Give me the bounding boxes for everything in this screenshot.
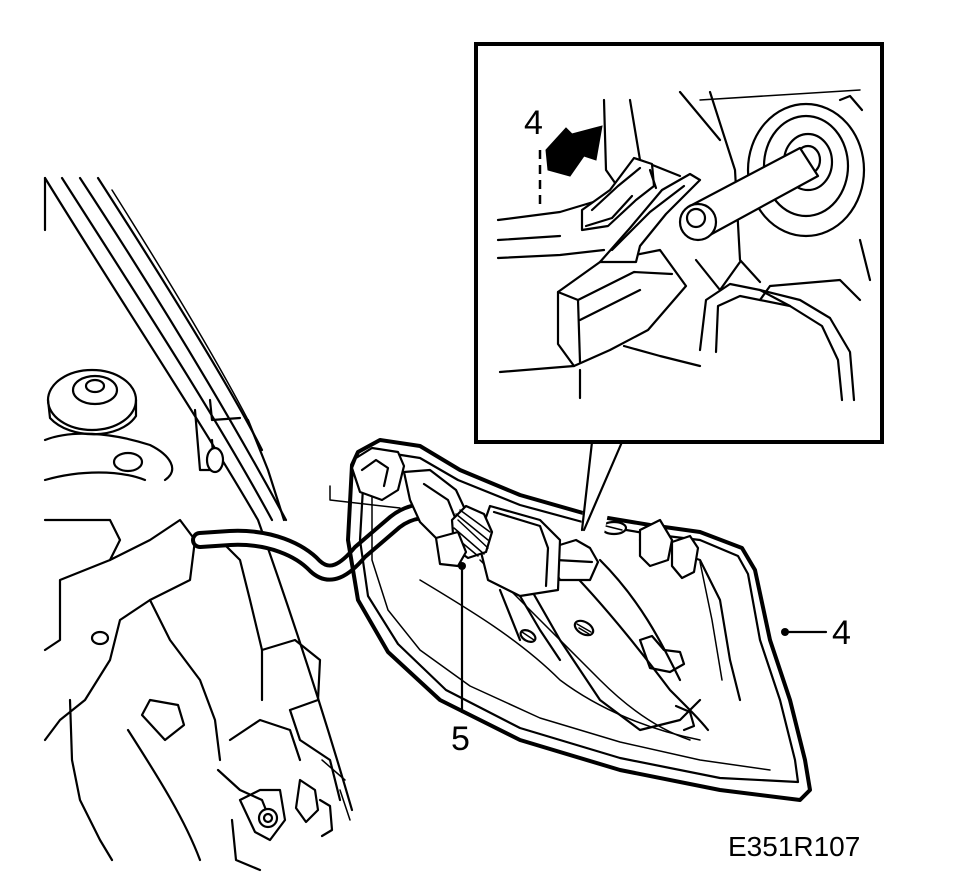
figure-code: E351R107: [728, 831, 860, 862]
body-panel: [43, 176, 354, 812]
callout-4-inset: 4: [524, 104, 543, 142]
wheel-arch: [43, 518, 351, 872]
callout-5: 5: [451, 562, 470, 758]
turn-signal-lamp: [346, 438, 812, 802]
press-direction-arrow: [545, 125, 603, 177]
callout-4: 4: [781, 614, 851, 652]
callout-4-label: 4: [832, 614, 851, 652]
bulb-holder: [434, 504, 494, 568]
detail-inset: [474, 42, 884, 534]
callout-4-inset-label: 4: [524, 104, 543, 142]
callout-5-label: 5: [451, 720, 470, 758]
strut-mount: [43, 368, 174, 482]
